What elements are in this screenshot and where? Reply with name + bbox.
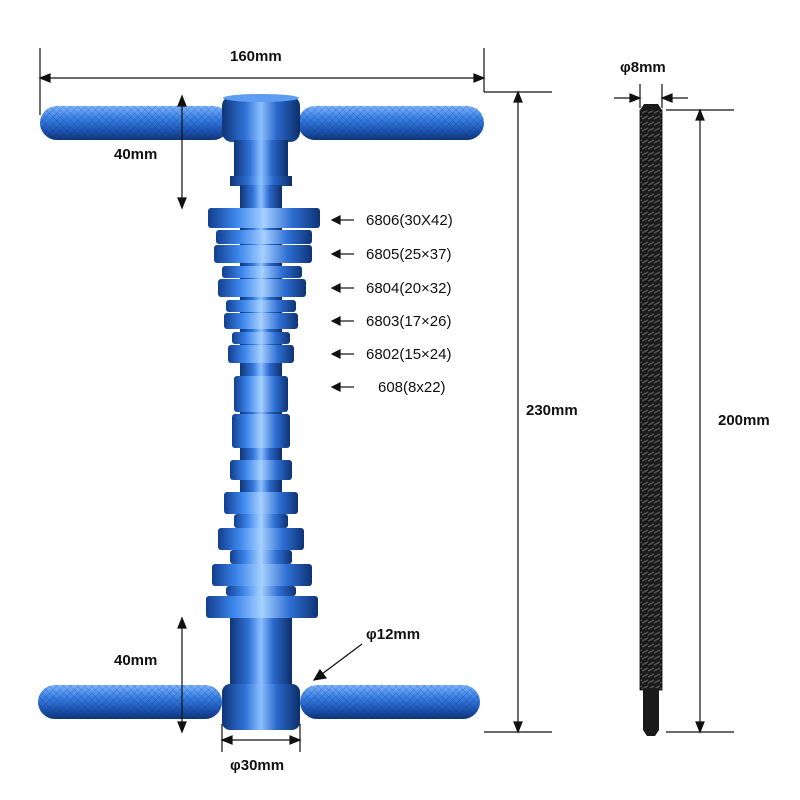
bottom-handle-dimension — [177, 616, 187, 734]
bearing-label-arrows — [330, 215, 354, 392]
bearing-label-6805: 6805(25×37) — [366, 246, 452, 263]
rod-diameter-pointer — [312, 643, 363, 681]
bearing-label-608: 608(8x22) — [378, 379, 446, 396]
base-diameter-label: φ30mm — [230, 757, 285, 774]
bearing-label-6802: 6802(15×24) — [366, 346, 452, 363]
width-label: 160mm — [230, 48, 282, 65]
width-dimension-line — [38, 48, 486, 115]
bearing-label-6803: 6803(17×26) — [366, 313, 452, 330]
threaded-screw — [639, 104, 663, 736]
bottom-handle-label: 40mm — [114, 652, 158, 669]
bottom-handle — [38, 685, 480, 719]
screw-length-label: 200mm — [718, 412, 770, 429]
bearing-label-6804: 6804(20×32) — [366, 280, 452, 297]
bottom-base — [222, 618, 300, 730]
top-handle-label: 40mm — [114, 146, 158, 163]
height-label: 230mm — [526, 402, 578, 419]
screw-diameter-dimension — [614, 84, 688, 108]
top-cap — [222, 94, 300, 186]
bearing-discs — [206, 208, 320, 618]
bearing-label-6806: 6806(30X42) — [366, 212, 453, 229]
rod-diameter-label: φ12mm — [366, 626, 421, 643]
screw-length-dimension — [666, 108, 734, 734]
top-handle-dimension — [177, 94, 187, 210]
base-diameter-dimension — [220, 724, 302, 752]
height-dimension-line — [484, 90, 552, 734]
screw-diameter-label: φ8mm — [620, 59, 666, 76]
